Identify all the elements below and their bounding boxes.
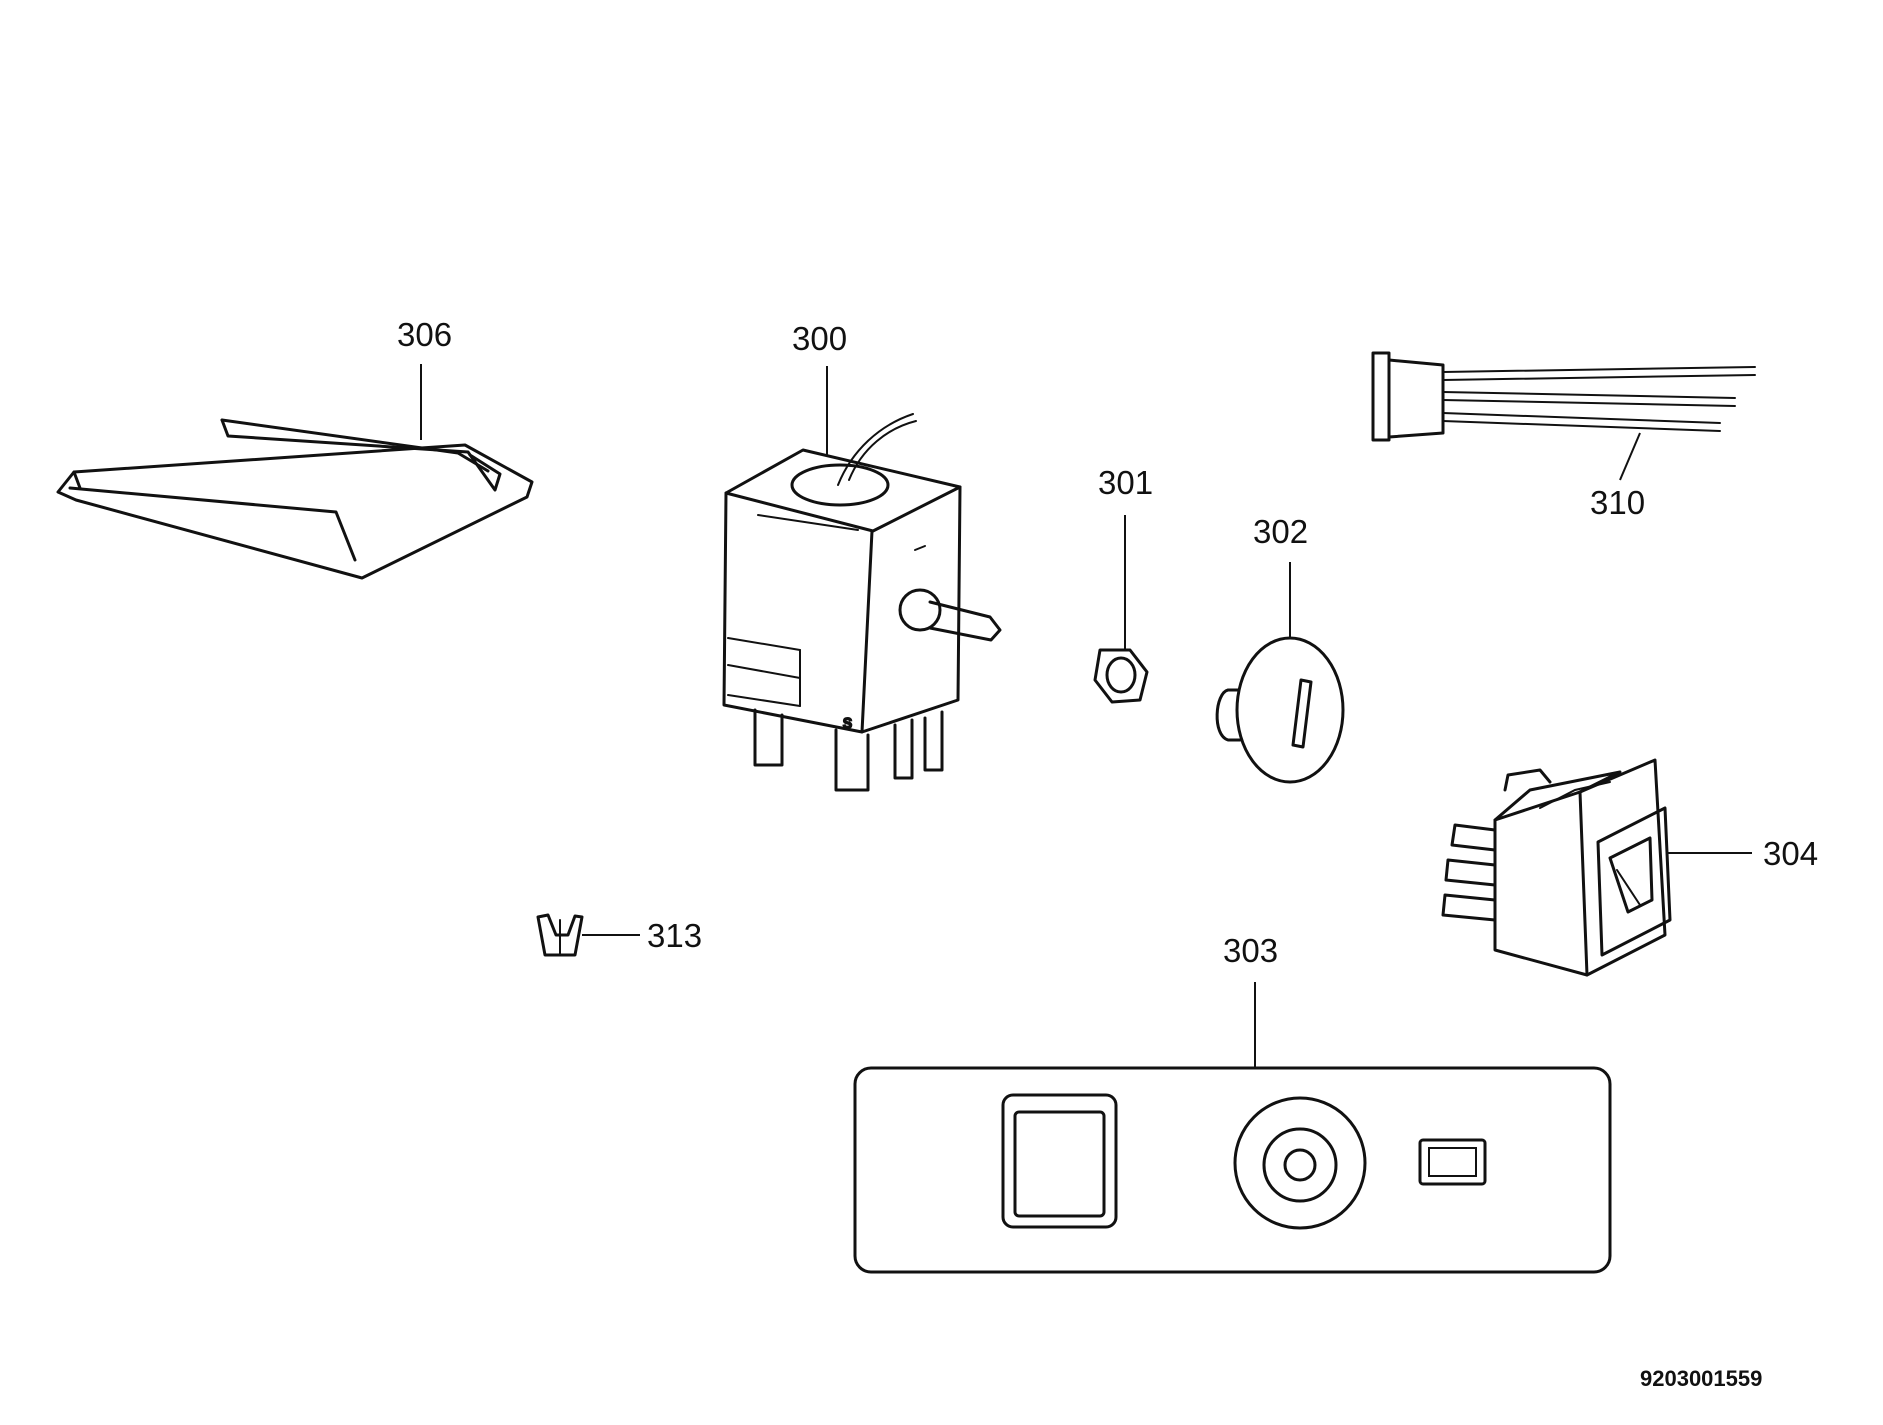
svg-text:s: s <box>843 712 852 732</box>
label-304: 304 <box>1763 835 1818 872</box>
label-303: 303 <box>1223 932 1278 969</box>
part-306-fork-plate <box>56 418 534 580</box>
label-300: 300 <box>792 320 847 357</box>
label-313: 313 <box>647 917 702 954</box>
leader-310 <box>1619 432 1641 481</box>
part-304-rocker-switch <box>1441 758 1672 977</box>
part-301-hex-nut <box>1093 648 1149 704</box>
label-301: 301 <box>1098 464 1153 501</box>
part-300-thermostat: s <box>722 413 1002 792</box>
part-313-clip <box>536 913 584 957</box>
part-302-knob <box>1215 636 1345 784</box>
label-302: 302 <box>1253 513 1308 550</box>
label-310: 310 <box>1590 484 1645 521</box>
part-310-cable-connector <box>1371 351 1756 442</box>
part-303-control-panel <box>853 1066 1612 1274</box>
document-number: 9203001559 <box>1640 1366 1762 1391</box>
label-306: 306 <box>397 316 452 353</box>
